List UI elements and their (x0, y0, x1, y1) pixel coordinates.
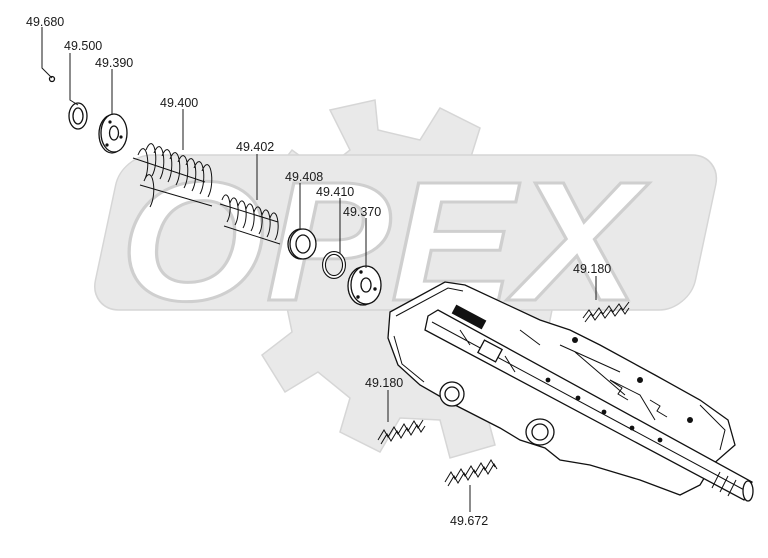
part-snap-ring-49680 (24, 75, 70, 126)
part-spring-49402 (219, 194, 281, 245)
callout-49390: 49.390 (95, 56, 133, 70)
watermark-text: OPEX (120, 147, 649, 337)
callout-49402: 49.402 (236, 140, 274, 154)
callout-49180-bottom: 49.180 (365, 376, 403, 390)
part-spring-49180-top (582, 301, 630, 323)
part-ring-49500 (68, 102, 88, 130)
watermark-plate (94, 154, 718, 311)
part-spring-49180-bottom (377, 419, 426, 445)
part-washer-49408 (287, 228, 317, 260)
callout-49410: 49.410 (316, 185, 354, 199)
callout-49400: 49.400 (160, 96, 198, 110)
watermark-logo: OPEX (94, 99, 718, 459)
callout-49672: 49.672 (450, 514, 488, 528)
part-spring-49672 (444, 459, 498, 487)
part-plate-49370 (347, 265, 382, 306)
callout-49180-top: 49.180 (573, 262, 611, 276)
callout-labels: 49.680 49.500 49.390 49.400 49.402 49.40… (26, 15, 611, 528)
part-washer-49390 (98, 113, 128, 154)
callout-49500: 49.500 (64, 39, 102, 53)
callout-49680: 49.680 (26, 15, 64, 29)
part-housing (387, 281, 754, 502)
callout-49408: 49.408 (285, 170, 323, 184)
part-spring-49400 (132, 143, 213, 208)
part-circlip-49410 (322, 251, 346, 279)
callout-49370: 49.370 (343, 205, 381, 219)
leader-lines (41, 27, 597, 512)
